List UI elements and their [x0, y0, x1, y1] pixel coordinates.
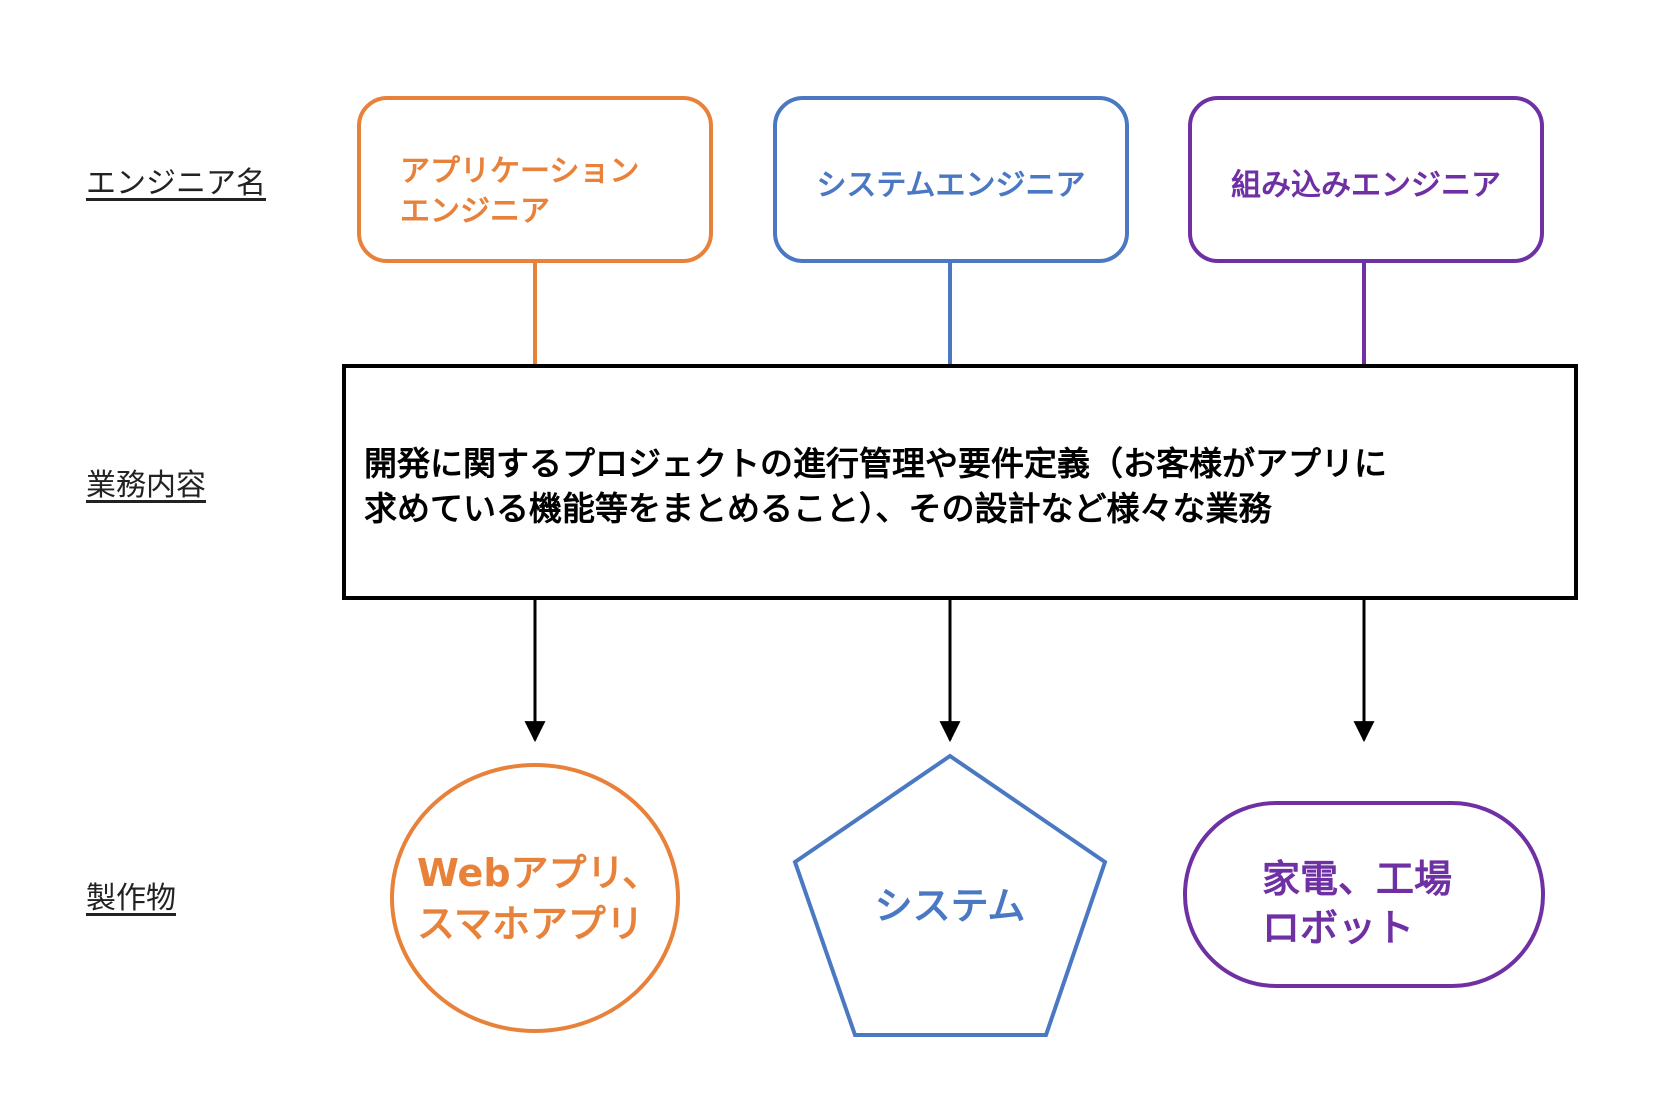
row-label-product: 製作物 [86, 881, 176, 916]
product-system-label: システム [874, 884, 1026, 928]
row-label-engineer: エンジニア名 [86, 166, 266, 201]
engineer-application-line2: エンジニア [400, 194, 550, 229]
engineer-application-line1: アプリケーション [400, 154, 640, 189]
work-description-line2: 求めている機能等をまとめること）、その設計など様々な業務 [364, 489, 1272, 528]
work-description-line1: 開発に関するプロジェクトの進行管理や要件定義（お客様がアプリに [364, 444, 1387, 483]
product-rounded-rectangle [1183, 801, 1545, 988]
product-pentagon [792, 753, 1108, 1037]
row-label-work: 業務内容 [86, 468, 206, 503]
product-web-app-line2: スマホアプリ [417, 902, 644, 946]
product-web-app-line1: Webアプリ、 [417, 851, 661, 895]
product-appliance-line1: 家電、工場 [1262, 857, 1453, 901]
engineer-system-label: システムエンジニア [816, 168, 1086, 203]
work-box [342, 364, 1578, 600]
engineer-embedded-label: 組み込みエンジニア [1231, 168, 1501, 203]
product-circle [390, 763, 680, 1033]
product-appliance-line2: ロボット [1262, 906, 1415, 950]
